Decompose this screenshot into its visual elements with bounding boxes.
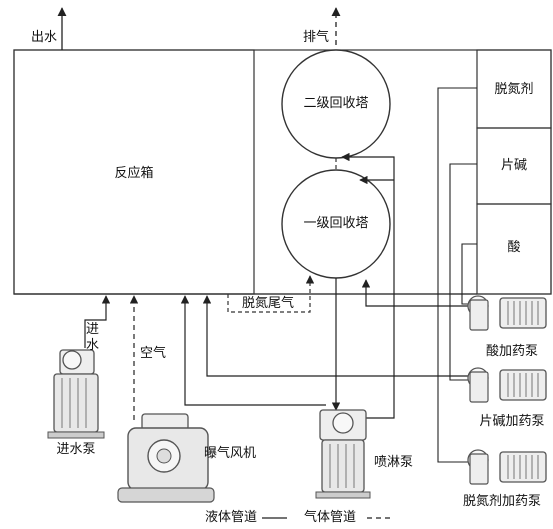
aeration-blower bbox=[117, 413, 215, 503]
primary-tower-label: 一级回收塔 bbox=[303, 216, 369, 231]
inlet-water-label-2: 水 bbox=[86, 338, 100, 353]
outer-frame bbox=[13, 49, 552, 295]
reactor-label: 反应箱 bbox=[114, 166, 154, 181]
spray-feed-line bbox=[341, 152, 395, 419]
inlet-pump bbox=[47, 349, 105, 439]
denitrifier-dosing-pump-label: 脱氮剂加药泵 bbox=[462, 494, 542, 509]
tail-gas-line bbox=[227, 275, 315, 313]
spray-pump bbox=[315, 409, 371, 499]
acid-tank-label: 酸 bbox=[507, 240, 521, 255]
exhaust-label: 排气 bbox=[303, 30, 330, 45]
alkali-dosing-pump bbox=[467, 367, 547, 403]
alkali-suction-line bbox=[449, 163, 477, 381]
inlet-water-label-1: 进 bbox=[86, 322, 100, 337]
outlet-water-label: 出水 bbox=[31, 30, 58, 45]
legend-liquid-label: 液体管道 bbox=[205, 510, 258, 525]
spray-pump-label: 喷淋泵 bbox=[374, 455, 414, 470]
acid-suction-line bbox=[461, 243, 477, 305]
spray-return-line bbox=[180, 295, 326, 406]
alkali-dosing-line bbox=[202, 295, 470, 377]
aeration-blower-label: 曝气风机 bbox=[204, 446, 257, 461]
air-label: 空气 bbox=[140, 346, 167, 361]
tail-gas-label: 脱氮尾气 bbox=[242, 296, 295, 311]
legend-gas-label: 气体管道 bbox=[304, 510, 357, 525]
denitrifier-suction-line bbox=[437, 87, 477, 463]
acid-tank bbox=[476, 203, 552, 295]
denitrifier-dosing-pump bbox=[467, 449, 547, 485]
secondary-tower-label: 二级回收塔 bbox=[303, 96, 369, 111]
inlet-water-pipe bbox=[84, 295, 111, 348]
flake-alkali-tank-label: 片碱 bbox=[500, 158, 528, 173]
acid-dosing-line bbox=[361, 279, 470, 307]
alkali-dosing-pump-label: 片碱加药泵 bbox=[479, 414, 545, 429]
acid-dosing-pump-label: 酸加药泵 bbox=[485, 344, 539, 359]
inlet-pump-label: 进水泵 bbox=[56, 442, 96, 457]
denitrifier-tank-label: 脱氮剂 bbox=[494, 82, 534, 97]
acid-dosing-pump bbox=[467, 295, 547, 331]
